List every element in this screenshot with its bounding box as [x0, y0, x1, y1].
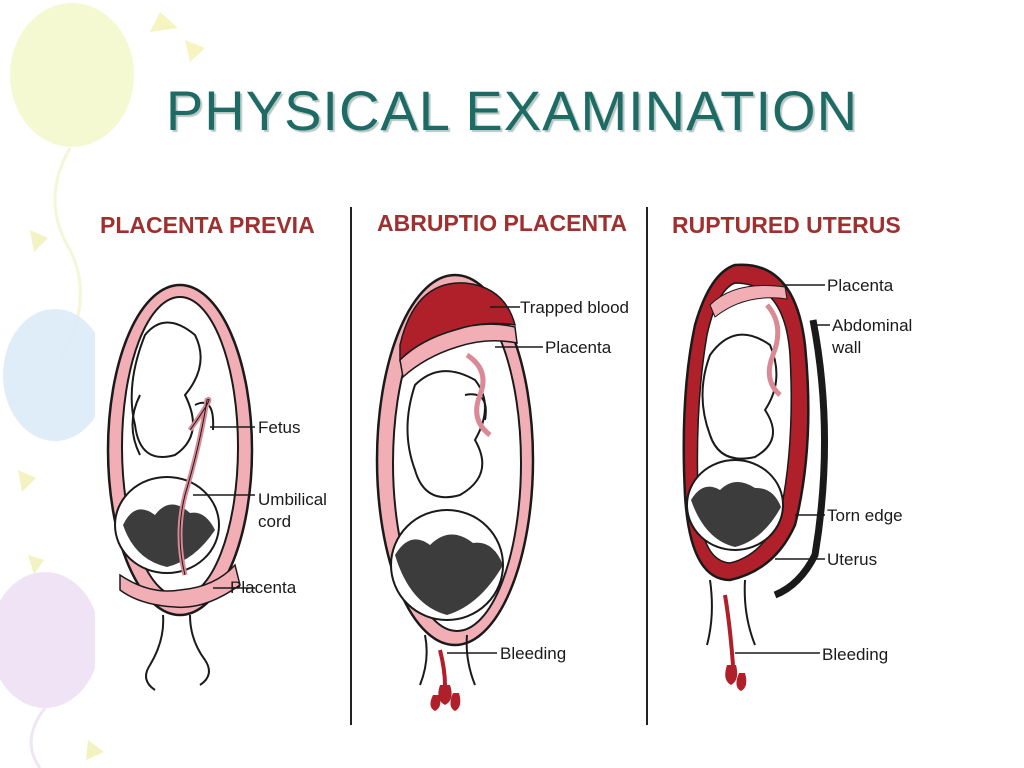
uterus-comparison-figure: PLACENTA PREVIA Fetus Umbilical cord Pla… — [95, 195, 935, 735]
confetti-shape — [150, 12, 178, 32]
confetti-shape — [185, 40, 205, 62]
panel-title: RUPTURED UTERUS — [672, 212, 901, 238]
confetti-shape — [18, 470, 36, 492]
placenta — [119, 563, 241, 609]
confetti-shape — [86, 740, 104, 760]
placenta — [399, 323, 518, 379]
abdominal-wall — [773, 319, 828, 599]
balloon-purple — [0, 572, 100, 708]
balloon-string — [29, 707, 47, 768]
label-bleeding: Bleeding — [822, 645, 888, 664]
label-placenta: Placenta — [545, 338, 612, 357]
label-abdominal: Abdominal — [832, 316, 912, 335]
panel-abruptio-placenta: ABRUPTIO PLACENTA Trapped blood Placenta… — [375, 210, 629, 711]
label-cord: cord — [258, 512, 291, 531]
slide-title: PHYSICAL EXAMINATION — [165, 79, 859, 142]
bleeding-drop — [430, 685, 461, 711]
label-placenta: Placenta — [827, 276, 894, 295]
label-umbilical: Umbilical — [258, 490, 327, 509]
cervix — [706, 579, 756, 646]
umbilical-cord — [465, 352, 492, 437]
umbilical-cord-outline — [179, 398, 210, 576]
panel-title: ABRUPTIO PLACENTA — [377, 210, 627, 236]
label-torn-edge: Torn edge — [827, 506, 903, 525]
panel-ruptured-uterus: RUPTURED UTERUS Placenta Abdominal wall … — [672, 212, 912, 691]
fetal-hair — [691, 481, 781, 547]
confetti-shape — [30, 230, 48, 252]
cervix — [419, 634, 476, 686]
label-bleeding: Bleeding — [500, 644, 566, 663]
panel-title: PLACENTA PREVIA — [100, 212, 315, 238]
label-fetus: Fetus — [258, 418, 301, 437]
fetus — [406, 370, 487, 499]
balloon-blue — [3, 309, 107, 441]
balloon-yellow — [10, 3, 134, 147]
confetti-shape — [28, 555, 44, 574]
fetal-hair — [123, 504, 215, 567]
label-trapped-blood: Trapped blood — [520, 298, 629, 317]
bleeding-trail — [723, 594, 735, 666]
umbilical-cord — [765, 303, 782, 397]
fetal-hair — [395, 534, 503, 615]
label-placenta: Placenta — [230, 578, 297, 597]
fetus — [130, 321, 215, 458]
bleeding-drop — [725, 665, 747, 691]
placenta — [709, 284, 788, 318]
label-uterus: Uterus — [827, 550, 877, 569]
bleeding-trail — [438, 649, 447, 686]
fetus — [701, 333, 778, 460]
label-wall: wall — [831, 338, 861, 357]
panel-placenta-previa: PLACENTA PREVIA Fetus Umbilical cord Pla… — [100, 212, 327, 691]
cervix — [145, 614, 210, 691]
